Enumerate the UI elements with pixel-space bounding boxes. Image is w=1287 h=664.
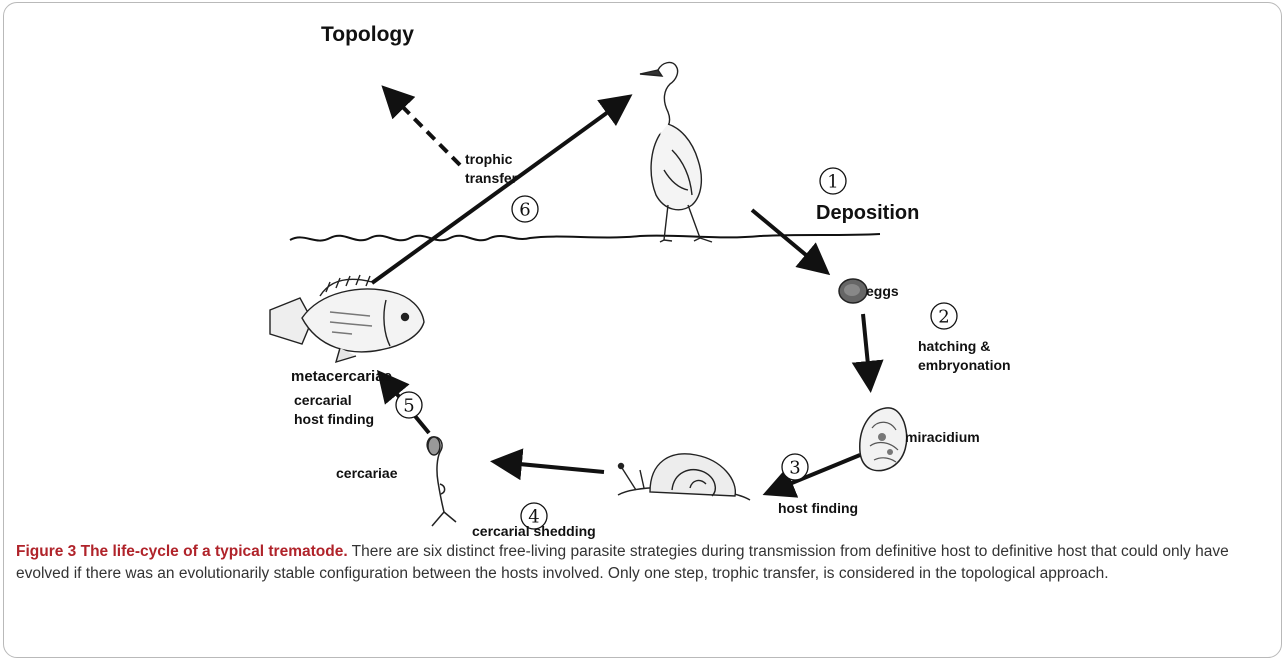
svg-text:2: 2 [938, 307, 949, 328]
svg-text:5: 5 [403, 396, 414, 417]
hatching-label-line1: hatching & [918, 338, 990, 354]
cercarial-shedding-label: cercarial shedding [472, 523, 596, 539]
cercarial-host-finding-label-line2: host finding [294, 411, 374, 427]
figure-caption: Figure 3 The life-cycle of a typical tre… [16, 541, 1261, 585]
cercaria-illustration [427, 437, 456, 526]
topology-dashed-arrow [387, 91, 460, 165]
step-marker-5: 5 [396, 392, 422, 418]
svg-text:1: 1 [827, 172, 838, 193]
deposition-label: Deposition [816, 202, 919, 224]
cercarial-host-finding-label-line1: cercarial [294, 392, 352, 408]
fish-illustration [270, 275, 424, 362]
hatching-label-line2: embryonation [918, 357, 1011, 373]
caption-title: Figure 3 The life-cycle of a typical tre… [16, 543, 348, 560]
trophic-transfer-label-line2: transfer [465, 170, 518, 186]
miracidium-illustration [860, 408, 907, 471]
host-finding-label: host finding [778, 500, 858, 516]
egg-illustration [839, 279, 867, 303]
step-marker-3: 3 [782, 454, 808, 480]
svg-text:6: 6 [519, 200, 530, 221]
topology-label: Topology [321, 23, 414, 46]
cercariae-label: cercariae [336, 465, 398, 481]
step-marker-1: 1 [820, 168, 846, 194]
cercarial-shedding-arrow [498, 462, 604, 472]
snail-illustration [618, 454, 750, 500]
metacercariae-label: metacercariae [291, 368, 392, 385]
trophic-transfer-label-line1: trophic [465, 151, 513, 167]
svg-text:3: 3 [789, 458, 800, 479]
water-surface-line [290, 234, 880, 241]
hatching-arrow [863, 314, 870, 385]
step-marker-6: 6 [512, 196, 538, 222]
trophic-transfer-arrow [372, 99, 626, 283]
miracidium-label: miracidium [905, 429, 980, 445]
eggs-label: eggs [866, 283, 899, 299]
trematode-life-cycle-diagram: 1 2 3 4 5 6 Topology trophic transfer De… [0, 0, 1287, 540]
step-marker-2: 2 [931, 303, 957, 329]
heron-illustration [640, 63, 712, 242]
deposition-arrow [752, 210, 824, 270]
